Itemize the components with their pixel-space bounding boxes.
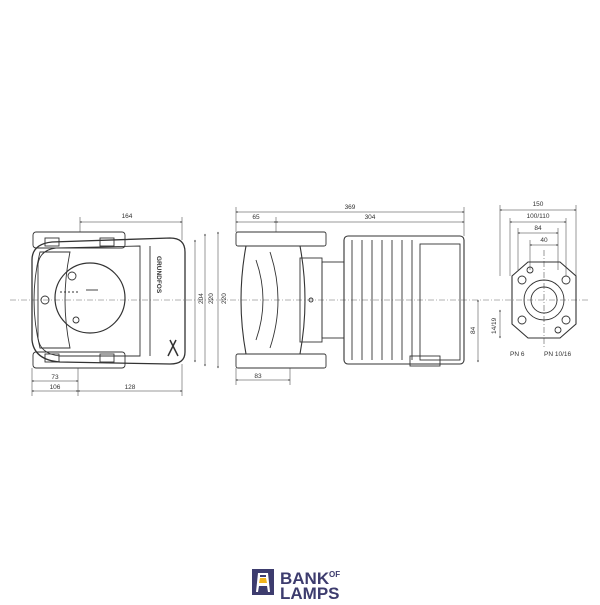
logo-bank-text: BANK xyxy=(280,569,330,588)
side-pump-housing xyxy=(240,245,306,355)
front-bottom-flange-bolt xyxy=(99,353,115,363)
front-display-panel xyxy=(37,245,141,357)
lighthouse-icon xyxy=(252,569,274,595)
side-view xyxy=(235,231,465,369)
front-indicator-led xyxy=(67,271,77,281)
side-top-flange xyxy=(235,231,327,247)
dim-label-83: 83 xyxy=(254,373,262,380)
dim-label-14-19: 14/19 xyxy=(491,317,498,334)
flange-bolt-hole xyxy=(517,275,527,285)
side-terminal-box xyxy=(419,243,461,361)
dim-label-84-vertical: 84 xyxy=(470,326,477,334)
dim-label-304: 304 xyxy=(365,214,376,221)
dim-label-73: 73 xyxy=(51,374,59,381)
dim-label-164: 164 xyxy=(122,213,133,220)
flange-outline xyxy=(511,261,577,339)
side-bottom-flange xyxy=(235,353,327,369)
label-pn10-16: PN 10/16 xyxy=(544,351,571,358)
side-cable-gland xyxy=(409,355,441,367)
flange-bolt-hole xyxy=(561,275,571,285)
side-dimension-lines xyxy=(235,207,479,385)
front-view xyxy=(31,231,186,369)
front-control-dial xyxy=(54,262,126,334)
logo-lamps-text: LAMPS xyxy=(280,584,340,600)
flange-view xyxy=(511,250,577,348)
dim-label-150: 150 xyxy=(533,201,544,208)
dim-label-128: 128 xyxy=(125,384,136,391)
front-connector xyxy=(40,295,50,305)
front-dimension-lines xyxy=(31,217,219,396)
dim-label-106: 106 xyxy=(50,384,61,391)
side-motor-body xyxy=(343,235,465,365)
label-pn6: PN 6 xyxy=(510,351,525,358)
front-brand-label: GRUNDFOS xyxy=(155,256,162,294)
front-control-box xyxy=(31,237,186,365)
x-logo-icon xyxy=(167,339,179,357)
front-top-flange-bolt xyxy=(99,237,115,247)
dim-label-40: 40 xyxy=(540,237,548,244)
logo-of-text: OF xyxy=(329,570,340,579)
dim-label-204: 204 xyxy=(198,293,205,304)
flange-bolt-hole xyxy=(517,315,527,325)
front-pump-casing xyxy=(33,251,71,349)
bank-of-lamps-logo: BANK OF LAMPS xyxy=(252,569,340,603)
dim-label-220a: 220 xyxy=(208,293,215,304)
dim-label-369: 369 xyxy=(345,204,356,211)
side-volute-curve xyxy=(269,251,279,349)
flange-bolt-hole xyxy=(561,315,571,325)
dim-label-220b: 220 xyxy=(221,293,228,304)
side-volute-curve xyxy=(255,259,264,341)
side-shaft-center xyxy=(308,297,314,303)
dim-label-100-110: 100/110 xyxy=(526,213,549,220)
flange-bolt-hole xyxy=(554,326,562,334)
dim-label-84: 84 xyxy=(534,225,542,232)
flange-dimension-lines xyxy=(499,205,577,339)
front-bottom-flange xyxy=(32,351,126,369)
dim-label-65: 65 xyxy=(252,214,260,221)
front-button xyxy=(72,316,80,324)
